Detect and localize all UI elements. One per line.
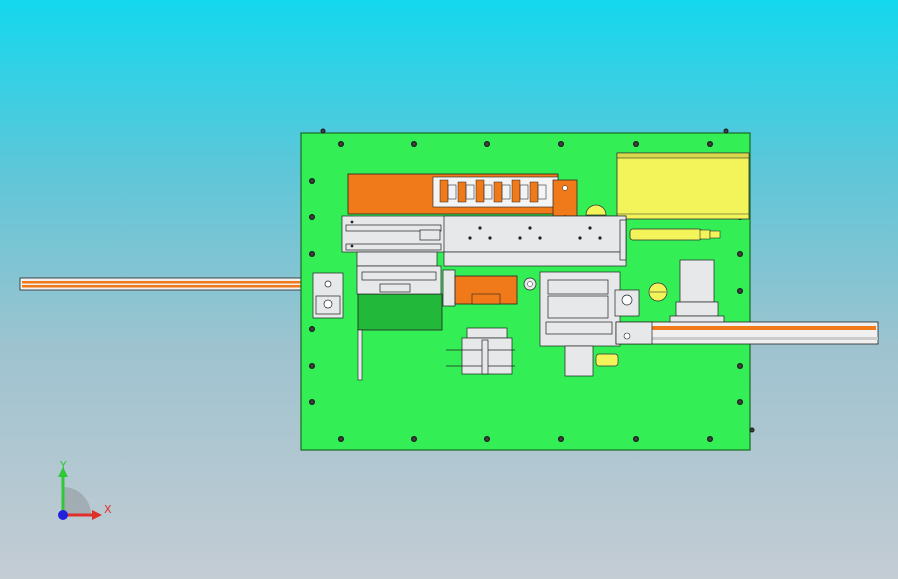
pneumatic-cylinder [629,228,721,241]
orange-top-block [347,173,578,226]
yellow-small-cylinder [595,353,619,367]
right-output-rail [615,321,879,345]
yellow-hopper [616,152,750,220]
yellow-disc [648,282,668,302]
triad-arc [63,487,91,515]
steel-bracket-assembly [341,215,627,267]
origin-dot [58,510,68,520]
vertical-post [357,329,363,381]
left-feed-rail [19,277,321,291]
bracket-holes [350,220,602,248]
servo-motor [669,259,725,325]
orange-center-block [454,275,537,305]
y-axis-label: Y [59,459,67,472]
y-arrow-icon [58,467,68,477]
x-axis-label: X [104,503,112,516]
coordinate-triad: Y X [58,459,112,520]
x-arrow-icon [92,510,102,520]
left-clamp [312,272,344,319]
dark-green-block [357,293,443,331]
right-slide-assembly [539,271,640,377]
yellow-cam [585,204,607,216]
center-guide-block [446,327,515,375]
